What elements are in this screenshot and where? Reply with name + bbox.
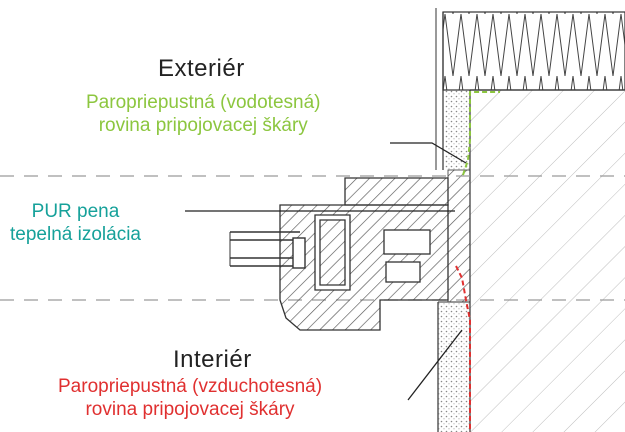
thermal-insulation-layer xyxy=(435,8,625,170)
airtight-membrane-line xyxy=(455,265,471,432)
airtight-leader-line xyxy=(407,329,463,401)
exterior-label: Exteriér xyxy=(158,55,245,82)
airtight-plane-label-line2: rovina pripojovacej škáry xyxy=(85,399,295,421)
watertight-leader-line xyxy=(390,142,467,164)
airtight-plane-label: Paropriepustná (vzduchotesná) rovina pri… xyxy=(58,375,322,421)
watertight-plane-label: Paropriepustná (vodotesná) rovina pripoj… xyxy=(86,91,320,137)
pur-foam-label-line2: tepelná izolácia xyxy=(10,224,141,246)
pur-foam-joint xyxy=(447,169,471,303)
pur-foam-label-line1: PUR pena xyxy=(31,201,120,222)
window-frame-profile xyxy=(279,177,449,331)
airtight-plane-label-line1: Paropriepustná (vzduchotesná) xyxy=(58,376,323,397)
pur-foam-label: PUR pena tepelná izolácia xyxy=(10,200,141,246)
glazing-unit xyxy=(229,231,306,269)
interior-plaster xyxy=(437,301,470,432)
masonry-wall xyxy=(469,89,625,432)
leader-lines xyxy=(185,142,467,401)
interior-label: Interiér xyxy=(173,346,252,373)
watertight-plane-label-line1: Paropriepustná (vodotesná) xyxy=(86,92,321,113)
watertight-membrane-line xyxy=(462,91,500,176)
watertight-plane-label-line2: rovina pripojovacej škáry xyxy=(98,115,308,137)
